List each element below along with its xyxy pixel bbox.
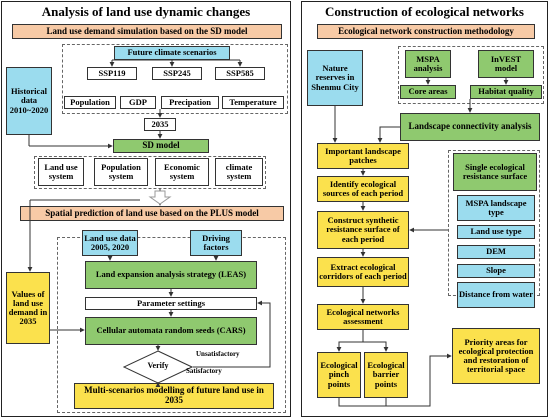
extract-corridors-box: Extract ecological corridors of each per…: [317, 257, 409, 287]
single-resistance-box: Single ecological resistance surface: [453, 153, 537, 191]
cars-box: Cellular automata random seeds (CARS): [85, 317, 257, 345]
satisfactory-label: Satisfactory: [186, 367, 222, 375]
population-system-box: Population system: [94, 158, 148, 186]
year-2035-box: 2035: [144, 118, 176, 131]
core-areas-box: Core areas: [400, 85, 456, 99]
barrier-points-box: Ecological barrier points: [364, 352, 408, 398]
multi-scenarios-box: Multi-scenarios modelling of future land…: [74, 383, 274, 409]
ssp119-box: SSP119: [87, 67, 137, 80]
nature-reserves-box: Nature reserves in Shenmu City: [307, 50, 363, 106]
population-driver-box: Population: [64, 96, 116, 109]
values-land-use-demand-box: Values of land use demand in 2035: [6, 272, 50, 344]
plus-group: [57, 237, 286, 413]
priority-areas-box: Priority areas for ecological protection…: [452, 328, 540, 384]
construct-surface-box: Construct synthetic resistance surface o…: [317, 211, 409, 249]
sources-group: [398, 46, 544, 104]
historical-data-box: Historical data 2010~2020: [6, 67, 52, 135]
mspa-landscape-type-box: MSPA landscape type: [457, 195, 535, 221]
unsatisfactory-label: Unsatisfactory: [196, 350, 240, 358]
land-use-system-box: Land use system: [38, 158, 84, 186]
gdp-box: GDP: [120, 96, 156, 109]
distance-water-box: Distance from water: [457, 282, 535, 308]
invest-model-box: InVEST model: [478, 50, 534, 78]
driving-factors-box: Driving factors: [190, 230, 242, 256]
precipitation-box: Precipation: [161, 96, 219, 109]
habitat-quality-box: Habitat quality: [470, 85, 542, 99]
method-header: Ecological network construction methodol…: [317, 24, 535, 39]
landscape-connectivity-box: Landscape connectivity analysis: [400, 113, 540, 141]
sd-model-box: SD model: [113, 139, 209, 153]
land-use-data-box: Land use data 2005, 2020: [82, 230, 138, 256]
slope-box: Slope: [457, 264, 535, 278]
systems-group: [34, 156, 266, 189]
climate-group: [62, 44, 288, 114]
pinch-points-box: Ecological pinch points: [317, 352, 361, 398]
network-assessment-box: Ecological networks assessment: [317, 304, 409, 330]
parameter-settings-box: Parameter settings: [85, 297, 257, 310]
climate-system-box: climate system: [215, 158, 263, 186]
plus-header: Spatial prediction of land use based on …: [20, 206, 284, 221]
temperature-box: Temperature: [222, 96, 284, 109]
land-use-type-box: Land use type: [457, 225, 535, 239]
left-panel-title: Analysis of land use dynamic changes: [41, 4, 251, 19]
sd-header: Land use demand simulation based on the …: [12, 24, 282, 39]
mspa-analysis-box: MSPA analysis: [405, 50, 451, 78]
ssp245-box: SSP245: [152, 67, 202, 80]
economic-system-box: Economic system: [155, 158, 209, 186]
important-patches-box: Important landscape patches: [317, 143, 409, 169]
verify-label: Verify: [147, 361, 169, 370]
leas-box: Land expansion analysis strategy (LEAS): [85, 261, 257, 289]
left-panel: [1, 1, 291, 417]
right-panel-title: Construction of ecological networks: [325, 4, 524, 19]
ssp585-box: SSP585: [215, 67, 265, 80]
right-panel: [301, 1, 548, 417]
identify-sources-box: Identify ecological sources of each peri…: [317, 176, 409, 202]
dem-box: DEM: [457, 245, 535, 259]
